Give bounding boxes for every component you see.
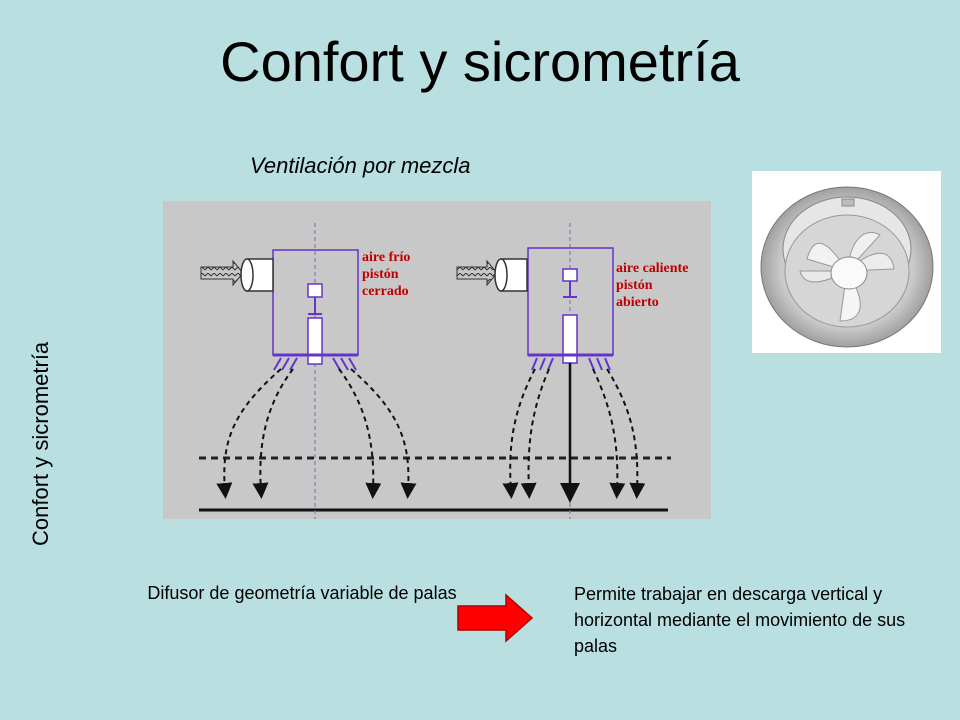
diffuser-photo [752,171,941,353]
left-label-line2: pistón [362,267,399,282]
side-label: Confort y sicrometría [28,341,53,546]
mixing-ventilation-diagram: aire frío pistón cerrado aire caliente p… [163,201,711,519]
right-unit-labels: aire caliente pistón abierto [616,260,688,311]
right-label-line1: aire caliente [616,261,689,276]
right-label-line3: abierto [616,295,659,310]
right-caption: Permite trabajar en descarga vertical y … [574,584,906,656]
right-arrow-icon [457,593,534,643]
left-label-line3: cerrado [362,284,409,299]
left-caption: Difusor de geometría variable de palas [147,583,457,603]
diffuser-illustration [760,186,934,348]
right-label-line2: pistón [616,278,653,293]
left-label-line1: aire frío [362,250,411,265]
diagram-subtitle: Ventilación por mezcla [250,153,471,178]
slide-title: Confort y sicrometría [220,30,740,93]
left-unit-labels: aire frío pistón cerrado [362,249,410,300]
diagram-drawing [199,223,671,519]
